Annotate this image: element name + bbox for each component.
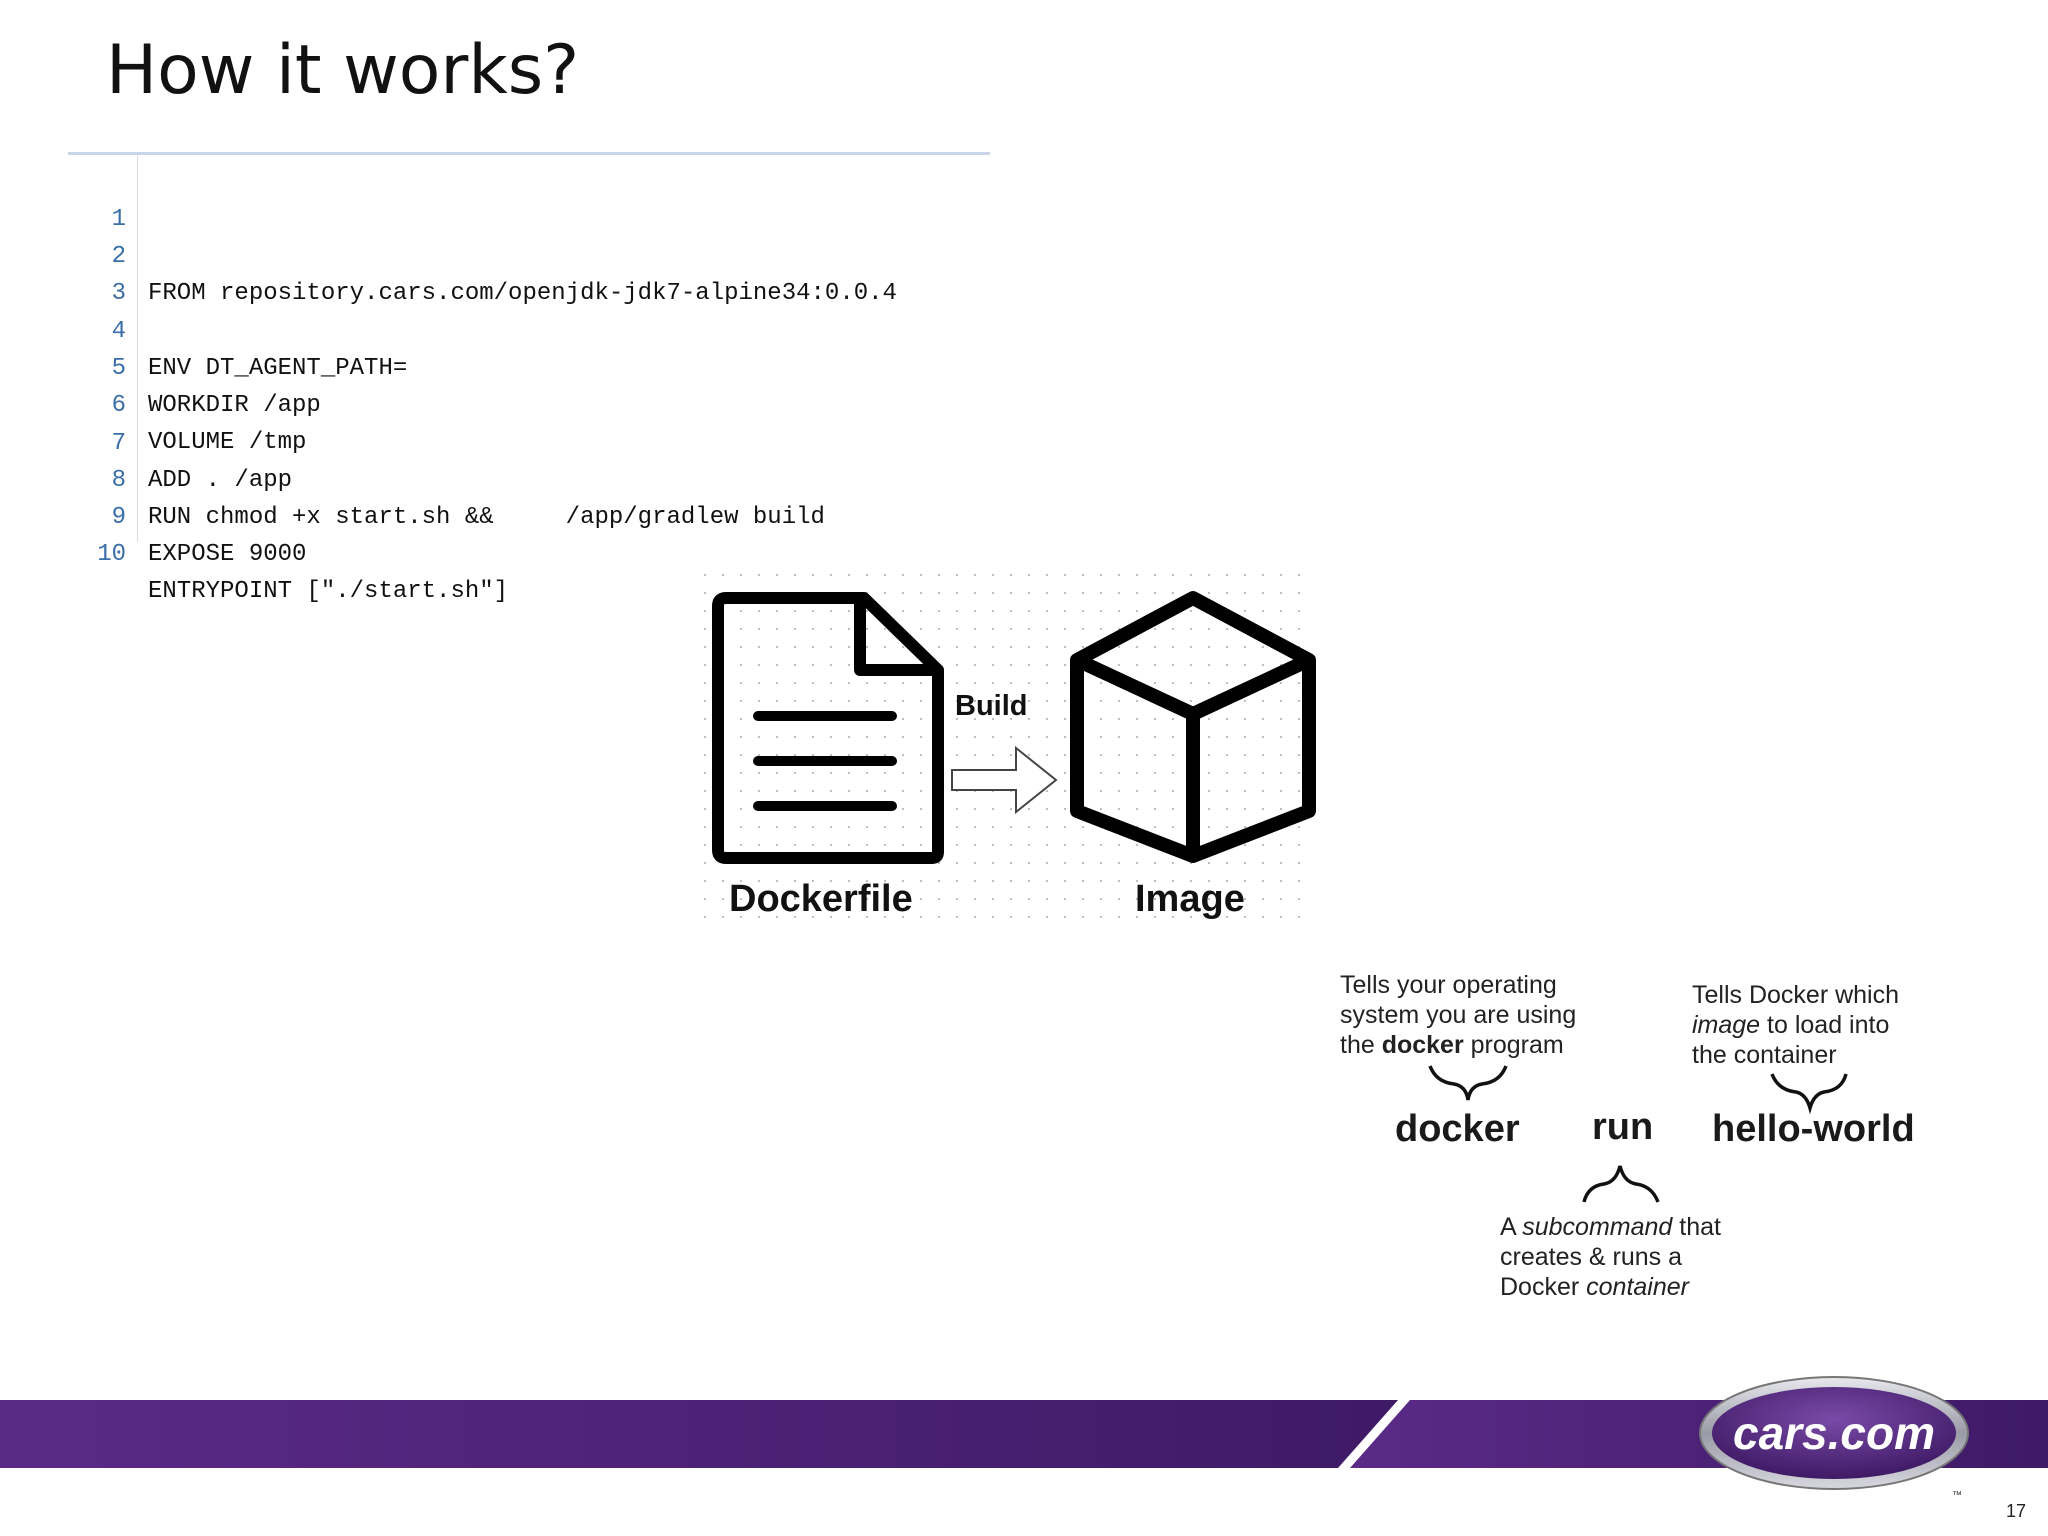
- annotation-line: the docker program: [1340, 1030, 1576, 1060]
- code-line: 10 ENTRYPOINT ["./start.sh"]: [68, 499, 990, 605]
- annotation-line: Docker container: [1500, 1272, 1721, 1302]
- annotation-line: system you are using: [1340, 1001, 1577, 1029]
- code-text: EXPOSE 9000: [148, 541, 307, 568]
- trademark-mark: ™: [1952, 1490, 1962, 1500]
- annotation-italic-text: subcommand: [1522, 1213, 1673, 1241]
- annotation-text: program: [1463, 1031, 1564, 1059]
- annotation-line: image to load into: [1692, 1010, 1899, 1040]
- run-annotation: A subcommand that creates & runs a Docke…: [1500, 1212, 1721, 1302]
- code-line: 5 WORKDIR /app: [68, 313, 990, 419]
- slide-title: How it works?: [106, 31, 580, 110]
- annotation-line: the container: [1692, 1041, 1837, 1069]
- command-docker: docker: [1395, 1108, 1520, 1150]
- annotation-bold-text: docker: [1381, 1031, 1464, 1059]
- annotation-line: A subcommand that: [1500, 1212, 1721, 1242]
- logo-text: cars.com: [1733, 1407, 1935, 1459]
- code-panel: [68, 152, 990, 545]
- line-number: 3: [111, 280, 126, 307]
- line-number: 9: [111, 504, 126, 531]
- annotation-italic-text: container: [1586, 1273, 1689, 1301]
- code-line: 3: [68, 238, 990, 307]
- annotation-text: to load into: [1760, 1011, 1890, 1039]
- command-run: run: [1592, 1106, 1654, 1148]
- code-line: 8 RUN chmod +x start.sh && /app/gradlew …: [68, 425, 990, 531]
- annotation-text: A: [1500, 1213, 1523, 1241]
- line-number: 5: [111, 355, 126, 382]
- code-line: 7 ADD . /app: [68, 388, 990, 494]
- annotation-line: Tells your operating: [1340, 971, 1557, 999]
- annotation-line: creates & runs a: [1500, 1243, 1683, 1271]
- diagram-grid-background: [696, 566, 1316, 930]
- line-number: 8: [111, 467, 126, 494]
- line-number: 6: [111, 392, 126, 419]
- line-number: 7: [111, 430, 126, 457]
- build-label: Build: [955, 690, 1028, 722]
- code-line: 4 ENV DT_AGENT_PATH=: [68, 276, 990, 382]
- annotation-italic-text: image: [1692, 1011, 1761, 1039]
- gutter-divider: [137, 155, 138, 542]
- annotation-text: the: [1340, 1031, 1382, 1059]
- line-number: 4: [111, 318, 126, 345]
- annotation-text: Docker: [1500, 1273, 1587, 1301]
- code-line: 9 EXPOSE 9000: [68, 462, 990, 568]
- brace-under-image-icon: [1770, 1073, 1848, 1115]
- code-line: 6 VOLUME /tmp: [68, 350, 990, 456]
- code-text: ENTRYPOINT ["./start.sh"]: [148, 578, 509, 605]
- line-number: 10: [97, 541, 126, 568]
- line-number: 2: [111, 243, 126, 270]
- command-hello-world: hello-world: [1712, 1108, 1915, 1150]
- code-text: RUN chmod +x start.sh && /app/gradlew bu…: [148, 504, 825, 531]
- code-text: WORKDIR /app: [148, 392, 321, 419]
- diagram-graphics: [712, 591, 1316, 864]
- build-diagram: Build Dockerfile Image: [696, 566, 1316, 930]
- image-label: Image: [1135, 878, 1245, 920]
- image-annotation: Tells Docker which image to load into th…: [1692, 980, 1899, 1070]
- brace-under-docker-icon: [1428, 1065, 1508, 1101]
- code-text: VOLUME /tmp: [148, 429, 307, 456]
- brace-over-run-icon: [1582, 1165, 1660, 1203]
- code-text: FROM repository.cars.com/openjdk-jdk7-al…: [148, 280, 897, 307]
- document-icon: [712, 592, 944, 864]
- cube-icon: [1070, 591, 1316, 863]
- code-text: ENV DT_AGENT_PATH=: [148, 355, 408, 382]
- code-line: 2 FROM repository.cars.com/openjdk-jdk7-…: [68, 201, 990, 307]
- dockerfile-label: Dockerfile: [729, 878, 913, 920]
- cars-logo: cars.com ™: [1699, 1376, 1969, 1500]
- annotation-text: that: [1672, 1213, 1721, 1241]
- page-number: 17: [2005, 1501, 2026, 1521]
- build-arrow-icon: [951, 745, 1058, 815]
- docker-annotation: Tells your operating system you are usin…: [1340, 970, 1576, 1060]
- code-line: 1: [68, 164, 990, 233]
- line-number: 1: [111, 206, 126, 233]
- annotation-line: Tells Docker which: [1692, 981, 1900, 1009]
- code-text: ADD . /app: [148, 467, 293, 494]
